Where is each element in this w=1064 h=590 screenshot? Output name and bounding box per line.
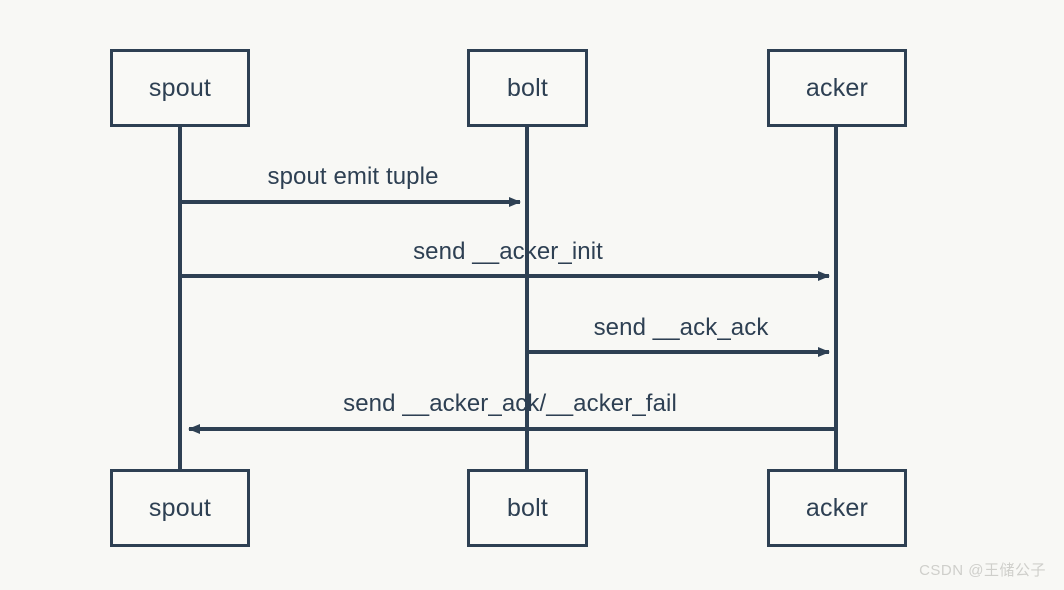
message-label-spout-emit-tuple: spout emit tuple (267, 163, 439, 190)
participant-box-acker-top[interactable]: acker (767, 49, 907, 127)
message-label-send-acker-ack-fail: send __acker_ack/__acker_fail (343, 390, 677, 417)
message-label-send-acker-init: send __acker_init (413, 238, 603, 265)
watermark-text: CSDN @王储公子 (919, 562, 1046, 579)
participant-label-acker-top: acker (805, 73, 869, 102)
participant-label-bolt-top: bolt (506, 73, 549, 102)
message-label-send-ack-ack: send __ack_ack (593, 314, 769, 341)
participant-box-bolt-bottom[interactable]: bolt (467, 469, 588, 547)
participant-label-acker-bottom: acker (805, 493, 869, 522)
participant-box-acker-bottom[interactable]: acker (767, 469, 907, 547)
participant-box-spout-top[interactable]: spout (110, 49, 250, 127)
participant-box-bolt-top[interactable]: bolt (467, 49, 588, 127)
participant-box-spout-bottom[interactable]: spout (110, 469, 250, 547)
participant-label-bolt-bottom: bolt (506, 493, 549, 522)
participant-label-spout-bottom: spout (148, 493, 212, 522)
participant-label-spout-top: spout (148, 73, 212, 102)
messages-group (180, 197, 836, 434)
lifelines-group (178, 127, 838, 470)
